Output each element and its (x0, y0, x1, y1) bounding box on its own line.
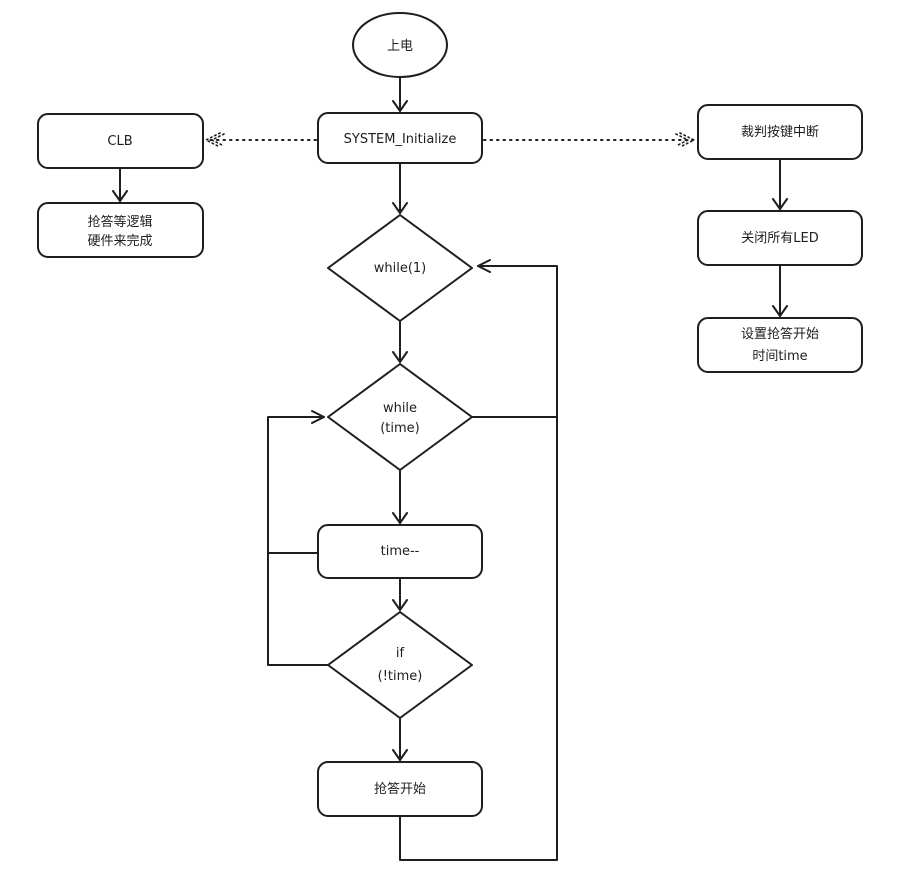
edge-power-to-init (392, 77, 408, 112)
edge-init-to-while1 (392, 163, 408, 214)
node-power-on-label: 上电 (387, 39, 413, 54)
dotted-link-init-to-clb (204, 132, 317, 148)
node-clb: CLB (37, 113, 204, 169)
node-while-time-line2: (time) (380, 421, 420, 436)
node-start-answer-label: 抢答开始 (374, 781, 426, 797)
node-judge-interrupt: 裁判按键中断 (697, 104, 863, 160)
node-close-leds-label: 关闭所有LED (741, 231, 818, 246)
edge-while1-to-whiletime (392, 321, 408, 363)
edge-if-loop-back (267, 552, 329, 666)
node-time-dec-label: time-- (381, 544, 420, 559)
edge-timedec-to-if (392, 578, 408, 611)
node-while-1-label: while(1) (374, 261, 427, 276)
node-judge-interrupt-label: 裁判按键中断 (741, 124, 819, 140)
edge-if-to-start (392, 718, 408, 761)
edge-whiletime-to-timedec (392, 470, 408, 524)
node-clb-label: CLB (107, 134, 132, 149)
node-if-not-time-line2: (!time) (378, 669, 423, 684)
edge-timedec-loop-back (267, 410, 325, 554)
node-set-time: 设置抢答开始 时间time (697, 317, 863, 373)
edge-close-to-set (772, 265, 788, 317)
edge-clb-to-desc (112, 167, 128, 202)
node-start-answer: 抢答开始 (317, 761, 483, 817)
node-set-time-line1: 设置抢答开始 (741, 326, 819, 342)
node-clb-desc: 抢答等逻辑 硬件来完成 (37, 202, 204, 258)
edge-start-loop-back-to-while1 (399, 259, 558, 861)
node-power-on: 上电 (352, 12, 448, 78)
node-system-init-label: SYSTEM_Initialize (344, 132, 457, 147)
node-close-leds: 关闭所有LED (697, 210, 863, 266)
node-if-not-time: if (!time) (327, 611, 473, 719)
node-while-time: while (time) (327, 363, 473, 471)
dotted-link-init-to-judge (483, 132, 696, 148)
node-if-not-time-line1: if (396, 646, 405, 661)
node-time-dec: time-- (317, 524, 483, 579)
node-while-time-line1: while (383, 401, 417, 416)
node-system-init: SYSTEM_Initialize (317, 112, 483, 164)
edge-judge-to-close (772, 159, 788, 210)
node-clb-desc-line1: 抢答等逻辑 (87, 214, 152, 230)
node-clb-desc-line2: 硬件来完成 (87, 234, 152, 249)
node-while-1: while(1) (327, 214, 473, 322)
node-set-time-line2: 时间time (752, 349, 807, 364)
